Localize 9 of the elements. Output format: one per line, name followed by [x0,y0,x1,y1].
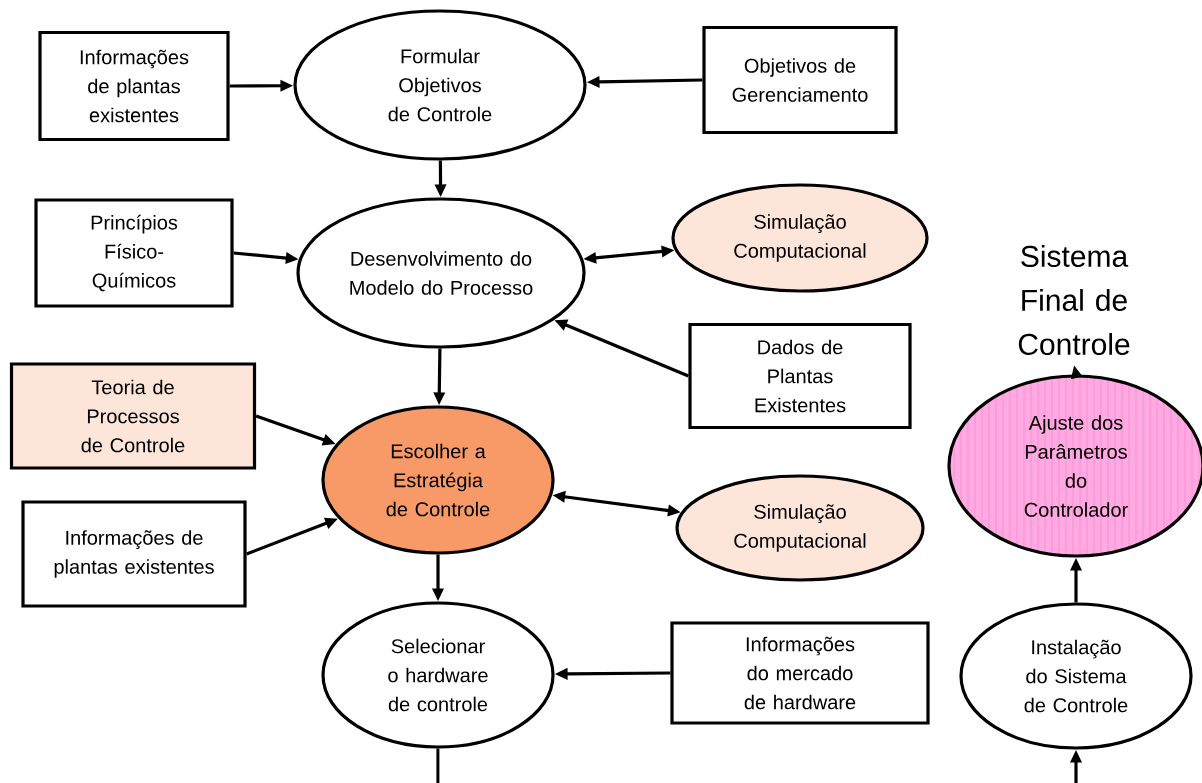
heading-text: Sistema Final de Controle [1018,245,1130,355]
input-box: Informações do mercado de hardware [670,621,930,725]
input-box: Teoria de Processos de Controle [9,362,257,470]
input-box: Informações de plantas existentes [38,30,230,142]
input-box: Princípios Físico-Químicos [34,198,234,308]
input-box: Dados de Plantas Existentes [688,322,912,430]
input-box: Informações de plantas existentes [21,500,247,608]
input-box: Objetivos de Gerenciamento [702,25,898,135]
connector-line [436,748,440,783]
